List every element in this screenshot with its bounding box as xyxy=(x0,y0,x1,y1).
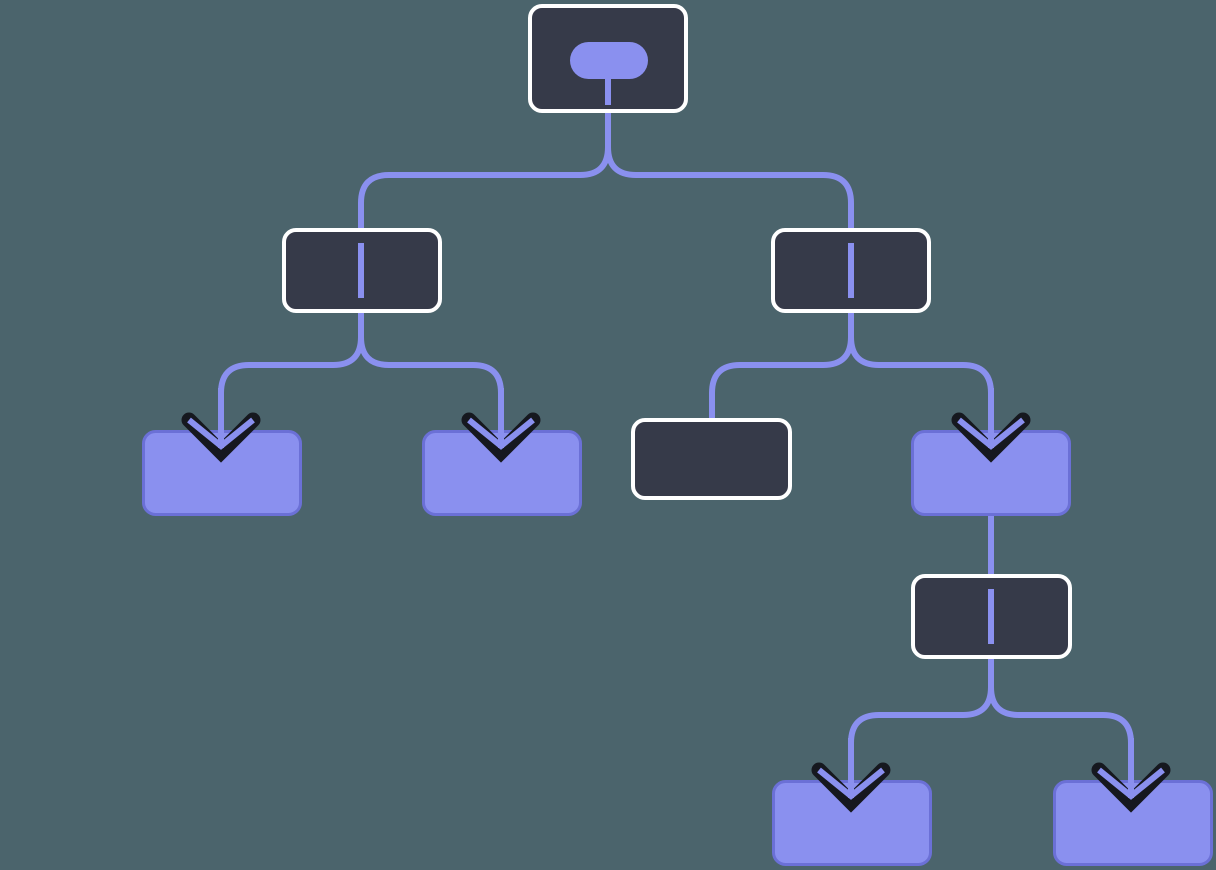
edge-lower-branch-to-leaf-4 xyxy=(988,659,1134,786)
overlay-lines-layer xyxy=(358,60,994,644)
edge-right-branch-to-accent-branch xyxy=(848,313,994,436)
edge-left-branch-to-leaf-1 xyxy=(218,313,364,436)
node-box-empty-node[interactable] xyxy=(631,418,792,500)
arrow-tip-chevron-lower-branch-to-leaf-4 xyxy=(1097,767,1165,800)
nodes-layer xyxy=(142,4,1213,866)
node-root-node[interactable] xyxy=(528,4,688,113)
edge-left-branch-to-leaf-2 xyxy=(358,313,504,436)
edges-layer xyxy=(218,113,1134,786)
edge-root-to-left-branch xyxy=(358,113,611,228)
node-empty-node[interactable] xyxy=(631,418,792,500)
edge-root-to-right-branch xyxy=(605,113,854,228)
arrow-tip-chevron-lower-branch-to-leaf-3 xyxy=(817,767,885,800)
arrow-tip-chevron-left-branch-to-leaf-1 xyxy=(187,417,255,450)
arrow-tip-chevron-left-branch-to-leaf-2 xyxy=(467,417,535,450)
arrow-tip-chevron-right-branch-to-accent-branch xyxy=(957,417,1025,450)
arrowheads-layer xyxy=(181,388,1171,813)
edge-right-branch-to-empty-node xyxy=(709,313,854,418)
edge-lower-branch-to-leaf-3 xyxy=(848,659,994,786)
